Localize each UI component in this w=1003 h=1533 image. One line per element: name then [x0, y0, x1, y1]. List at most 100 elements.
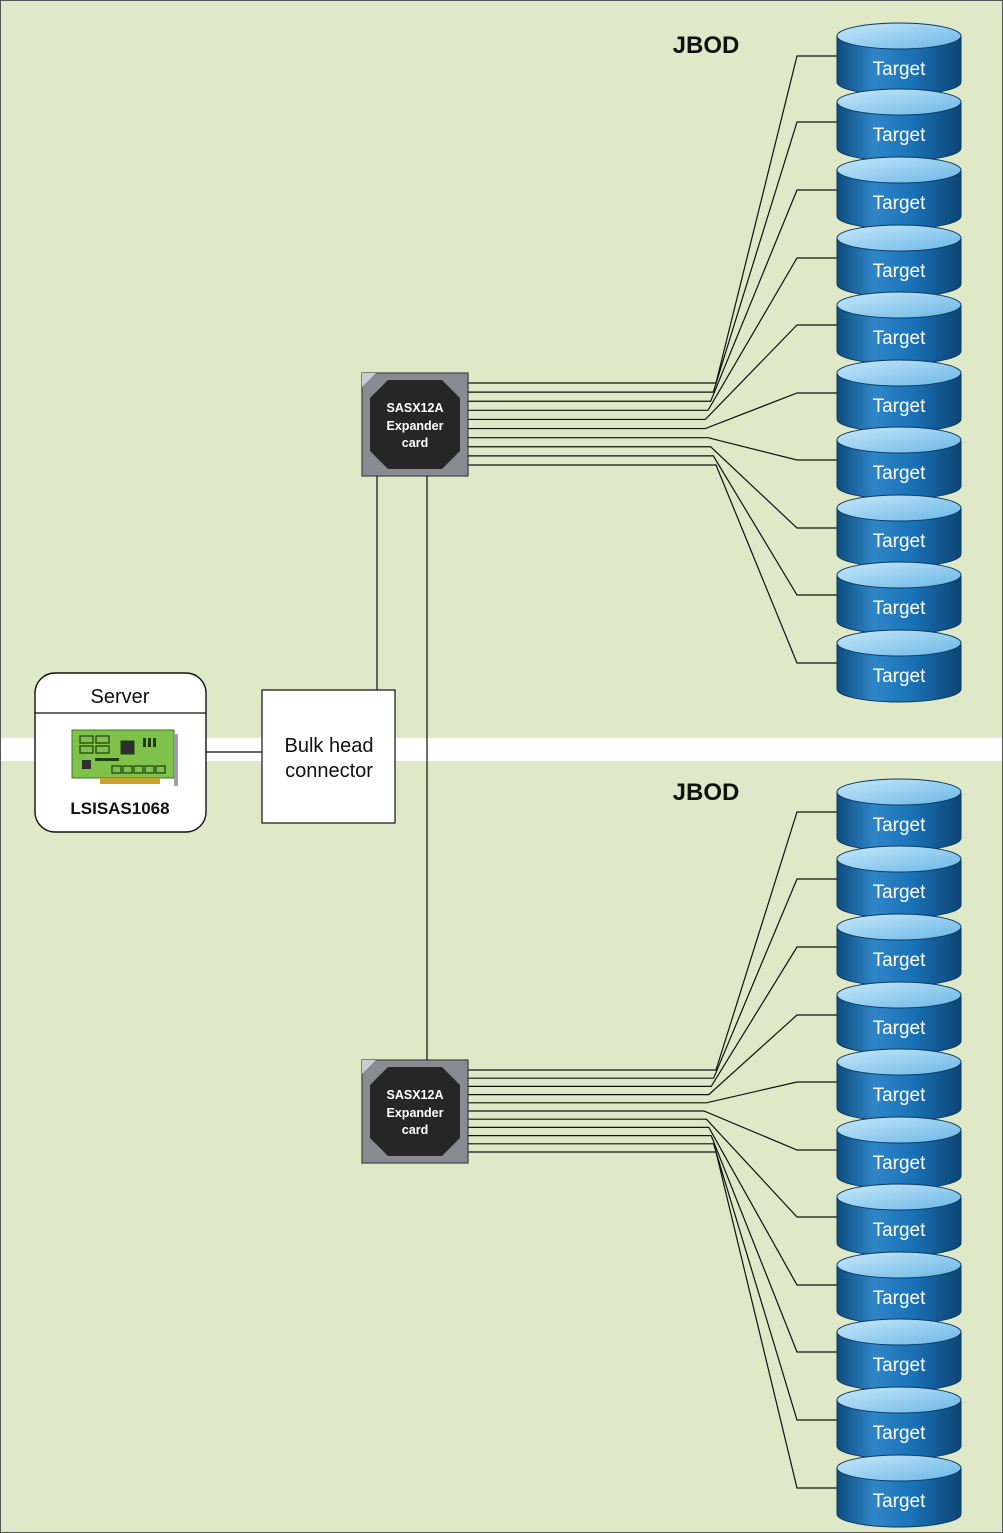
target-disk[interactable]: Target: [836, 1116, 962, 1190]
target-disk[interactable]: Target: [836, 845, 962, 919]
disk-top: [836, 359, 962, 387]
disk-top: [836, 291, 962, 319]
hba-card-icon: [71, 729, 178, 786]
target-link: [468, 189, 840, 402]
target-label: Target: [873, 882, 927, 903]
expander-label-line1: SASX12A: [387, 1088, 444, 1102]
disk-top: [836, 845, 962, 873]
backbone-links: [206, 476, 428, 1060]
target-label: Target: [873, 666, 927, 687]
jbod-divider: [0, 738, 1003, 761]
target-disk[interactable]: Target: [836, 88, 962, 162]
target-link: [468, 1081, 840, 1104]
disk-icon: [836, 1467, 962, 1528]
chip-corner-notch: [362, 373, 376, 387]
disk-top: [836, 1048, 962, 1076]
target-disk[interactable]: Target: [836, 1183, 962, 1257]
target-disk[interactable]: Target: [836, 494, 962, 568]
disk-top: [836, 629, 962, 657]
bulk-head-connector[interactable]: Bulk head connector: [261, 689, 396, 824]
lower-jbod-links: [468, 811, 840, 1489]
server-box[interactable]: Server LSISAS1068: [34, 672, 207, 833]
target-label: Target: [873, 125, 927, 146]
target-label: Target: [873, 531, 927, 552]
target-link: [468, 1014, 840, 1096]
target-label: Target: [873, 1085, 927, 1106]
target-link: [468, 121, 840, 393]
upper-expander-card[interactable]: SASX12A Expander card: [361, 372, 469, 477]
connector-label-line1: Bulk head: [285, 735, 374, 757]
expander-label-line3: card: [402, 1123, 428, 1137]
target-label: Target: [873, 59, 927, 80]
target-disk[interactable]: Target: [836, 1251, 962, 1325]
target-link: [468, 455, 840, 596]
expander-label-line3: card: [402, 436, 428, 450]
upper-jbod-targets: TargetTargetTargetTargetTargetTargetTarg…: [836, 22, 962, 703]
target-label: Target: [873, 1288, 927, 1309]
target-disk[interactable]: Target: [836, 1318, 962, 1392]
target-link: [468, 1110, 840, 1151]
disk-top: [836, 426, 962, 454]
target-disk[interactable]: Target: [836, 426, 962, 500]
target-disk[interactable]: Target: [836, 1386, 962, 1460]
target-disk[interactable]: Target: [836, 913, 962, 987]
target-link: [468, 1143, 840, 1421]
target-disk[interactable]: Target: [836, 224, 962, 298]
disk-top: [836, 22, 962, 50]
target-link: [468, 1135, 840, 1353]
disk-top: [836, 778, 962, 806]
disk-top: [836, 88, 962, 116]
target-label: Target: [873, 328, 927, 349]
target-disk[interactable]: Target: [836, 981, 962, 1055]
disk-icon: [836, 642, 962, 703]
target-disk[interactable]: Target: [836, 359, 962, 433]
target-link: [468, 878, 840, 1079]
target-link: [468, 446, 840, 529]
target-label: Target: [873, 950, 927, 971]
disk-top: [836, 561, 962, 589]
target-disk[interactable]: Target: [836, 1454, 962, 1528]
target-disk[interactable]: Target: [836, 561, 962, 635]
target-label: Target: [873, 1355, 927, 1376]
target-disk[interactable]: Target: [836, 22, 962, 96]
disk-top: [836, 913, 962, 941]
upper-jbod-links: [468, 55, 840, 664]
target-disk[interactable]: Target: [836, 156, 962, 230]
target-label: Target: [873, 1018, 927, 1039]
lower-jbod-title: JBOD: [673, 779, 740, 806]
disk-top: [836, 1116, 962, 1144]
lower-expander-card[interactable]: SASX12A Expander card: [361, 1059, 469, 1164]
disk-top: [836, 1318, 962, 1346]
target-link: [468, 55, 840, 384]
target-label: Target: [873, 815, 927, 836]
target-label: Target: [873, 463, 927, 484]
target-link: [468, 1126, 840, 1286]
target-link: [468, 324, 840, 421]
target-label: Target: [873, 261, 927, 282]
connector-box: [261, 689, 396, 824]
hba-card-label: LSISAS1068: [70, 799, 169, 818]
target-disk[interactable]: Target: [836, 778, 962, 852]
expander-chip-body: [370, 380, 460, 469]
target-label: Target: [873, 1491, 927, 1512]
target-link: [468, 437, 840, 461]
target-disk[interactable]: Target: [836, 629, 962, 703]
target-link: [468, 1151, 840, 1489]
expander-label-line2: Expander: [387, 1106, 444, 1120]
expander-label-line2: Expander: [387, 419, 444, 433]
target-label: Target: [873, 1220, 927, 1241]
expander-chip-body: [370, 1067, 460, 1156]
chip-corner-notch: [362, 1060, 376, 1074]
target-label: Target: [873, 193, 927, 214]
disk-top: [836, 1183, 962, 1211]
target-link: [468, 1118, 840, 1218]
lower-jbod-targets: TargetTargetTargetTargetTargetTargetTarg…: [836, 778, 962, 1528]
target-link: [468, 946, 840, 1087]
target-link: [468, 811, 840, 1071]
disk-top: [836, 1454, 962, 1482]
target-disk[interactable]: Target: [836, 1048, 962, 1122]
target-link: [468, 392, 840, 430]
target-disk[interactable]: Target: [836, 291, 962, 365]
target-link: [468, 257, 840, 411]
